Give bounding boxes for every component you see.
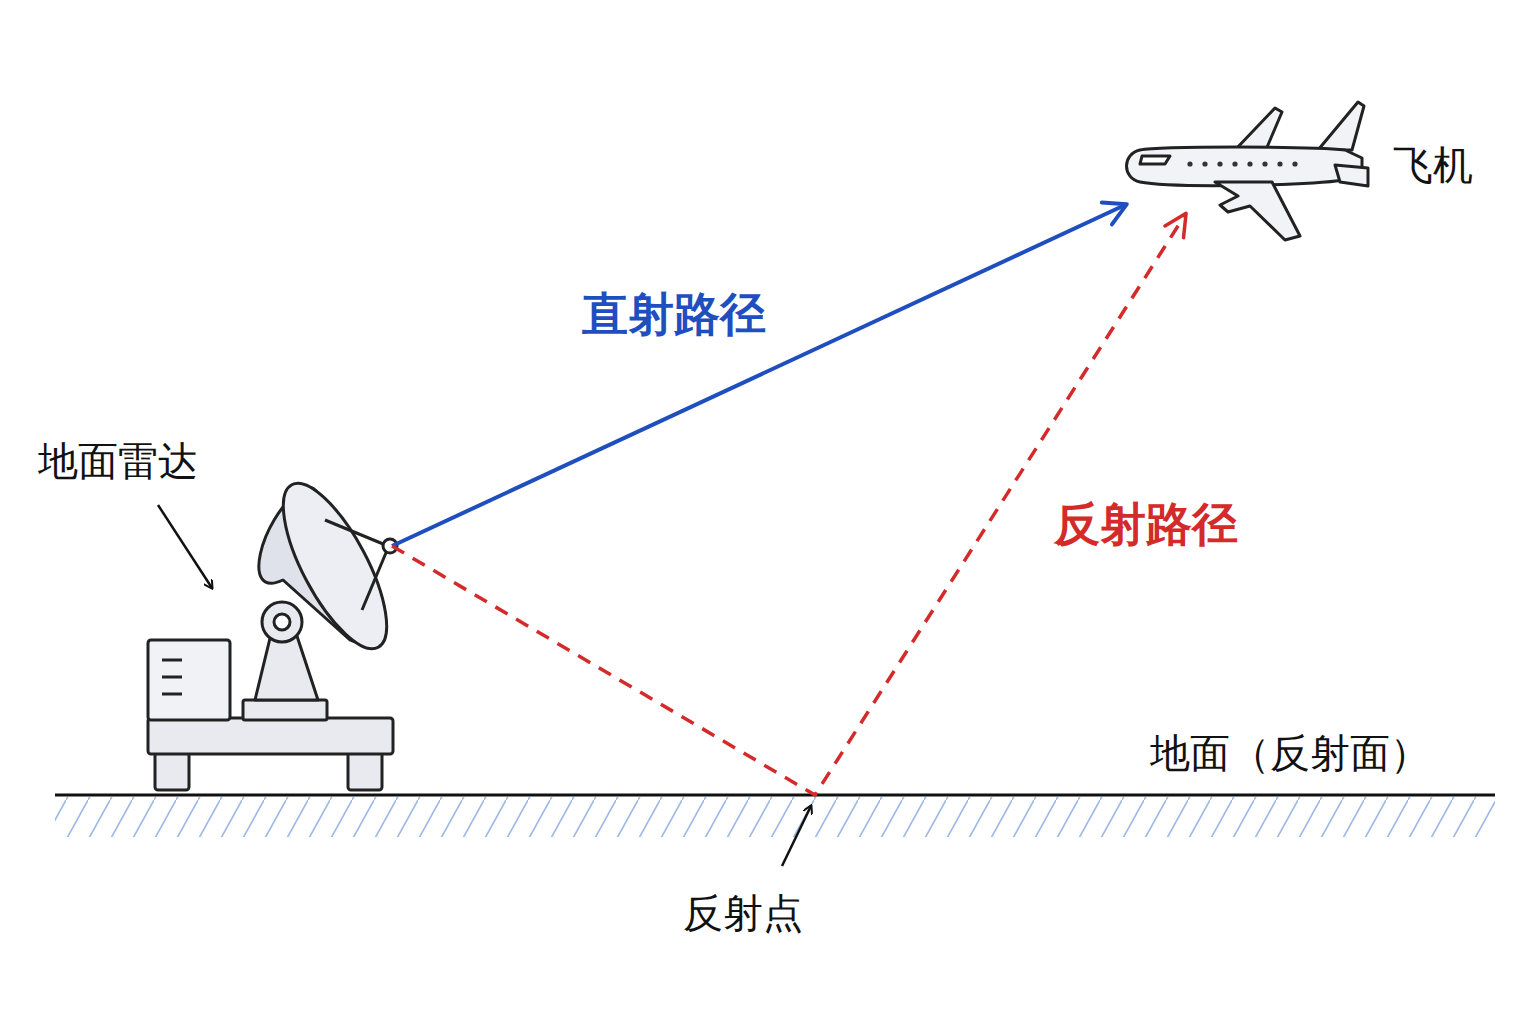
ground-label: 地面（反射面） (1150, 730, 1430, 776)
reflection-point-label: 反射点 (683, 890, 803, 936)
path-label: 直射路径 (578, 288, 770, 341)
leader-line (158, 505, 212, 588)
airplane-node: 飞机 (1125, 90, 1375, 215)
direct-path (392, 205, 1125, 546)
leader-line (782, 806, 811, 866)
ground-hatch (55, 797, 1495, 837)
node-label: 地面雷达 (38, 438, 198, 484)
node-label: 飞机 (1393, 142, 1473, 188)
airplane-figure (1127, 102, 1369, 240)
radar-figure (148, 470, 406, 790)
ground-line (55, 794, 1495, 797)
path-label: 反射路径 (1050, 498, 1242, 551)
airplane-windows (1187, 161, 1297, 166)
radar-node: 地面雷达 (140, 480, 392, 792)
